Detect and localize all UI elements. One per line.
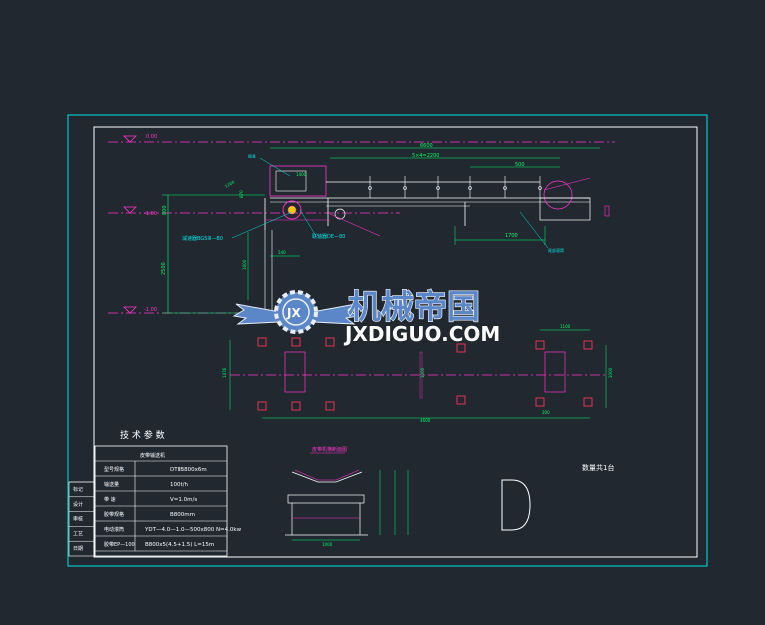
dim-label-540: 540 <box>278 250 286 255</box>
foundation-pad <box>535 397 545 407</box>
dim-plan-length: 4600 <box>420 418 431 423</box>
wing-icon-right <box>311 303 360 325</box>
foundation-pad <box>535 340 545 350</box>
callout-reducer: 减速器BG5ⅠⅡ—B0 <box>182 235 223 242</box>
idler-supports <box>368 176 542 198</box>
inner-frame <box>93 126 698 558</box>
foundation-pad <box>325 401 335 411</box>
elevation-marker-mid: -1.00 <box>123 206 157 217</box>
plan-view: 1476 4600 1100 200 1000 1000 <box>222 324 613 423</box>
side-label: 设计 <box>73 501 83 508</box>
dim-label-870: 870 <box>239 190 244 198</box>
dim-plan-small: 200 <box>542 410 550 415</box>
tech-table-title: 技 术 参 数 <box>120 429 165 441</box>
dim-plan-right: 1100 <box>560 324 571 329</box>
foundation-pad <box>325 337 335 347</box>
side-label: 审核 <box>73 516 83 523</box>
idler-roller <box>538 186 542 190</box>
dim-head-height: 1700 <box>505 233 518 239</box>
dim-label-1600: 1600 <box>242 259 247 270</box>
tech-row-label: 胶带规格 <box>104 511 124 518</box>
idler-roller <box>436 186 440 190</box>
elevation-marker-top: 0.00 <box>123 134 157 143</box>
tech-row-label: 输送量 <box>104 481 119 488</box>
dim-label-800: 800 <box>162 205 168 215</box>
sheet-letter-shape <box>501 479 531 531</box>
foundation-pad <box>257 401 267 411</box>
tech-row-value: V=1.0m/s <box>170 497 197 503</box>
side-label: 标记 <box>73 486 83 493</box>
tech-row-value: B800x5(4.5+1.5) L=15m <box>145 542 214 548</box>
tech-row-value: 100t/h <box>170 482 189 488</box>
dim-label-1400: 1400 <box>296 172 307 177</box>
tech-row-label: 带 速 <box>104 497 116 503</box>
drive-pulley <box>282 200 302 220</box>
idler-roller <box>468 186 472 190</box>
section-title: 皮带机横断面图 <box>312 446 347 453</box>
tech-table-rows: 型号规格 DTⅡB800x6m 输送量 100t/h 带 速 V=1.0m/s 胶带规格 B8… <box>95 460 242 552</box>
watermark: JX 机械帝国 JXDIGUO.COM <box>232 286 501 347</box>
logo-url: JXDIGUO.COM <box>343 322 500 346</box>
quantity-note: 数量共1台 <box>582 463 614 472</box>
tech-row-value: DTⅡB800x6m <box>170 467 207 473</box>
tech-row-label: 电动滚筒 <box>104 526 124 533</box>
foundation-pad <box>456 343 466 353</box>
dim-side-height: 2500 <box>161 262 167 275</box>
tail-pulley-circle <box>543 180 573 210</box>
foundation-pad <box>456 395 466 405</box>
foundation-pad <box>291 337 301 347</box>
idler-roller <box>403 186 407 190</box>
foundation-pad <box>291 401 301 411</box>
tech-table: 技 术 参 数 皮带输送机 型号规格 DTⅡB800x6m 输送量 100t/h 带 速… <box>68 429 242 557</box>
tech-table-header: 皮带输送机 <box>140 452 165 459</box>
elevation-label-mid: -1.00 <box>144 211 157 217</box>
dim-label-1200: 1200 <box>224 179 236 189</box>
dim-spacing: 5×4=2200 <box>412 153 439 159</box>
callout-motor: ⅡBⅢ <box>248 154 256 159</box>
cross-section-view: 皮带机横断面图 1000 <box>285 446 409 547</box>
outer-frame <box>67 114 708 567</box>
foundation-pad <box>583 397 593 407</box>
idler-roller <box>368 186 372 190</box>
side-label: 工艺 <box>73 531 83 537</box>
drive-head-box <box>269 165 327 197</box>
tech-row-value: B800mm <box>170 512 195 518</box>
tech-row-label: 型号规格 <box>104 466 124 473</box>
dim-width-right: 1000 <box>608 367 613 378</box>
dim-section-width: 1000 <box>322 542 333 547</box>
dim-total-length: 6600 <box>420 143 433 149</box>
dim-section-width-plan: 1000 <box>420 367 425 378</box>
elevation-marker-low: -1.00 <box>123 306 157 314</box>
foundation-pads <box>257 337 593 411</box>
dim-spacing-short: 500 <box>515 162 525 168</box>
wing-icon-left <box>232 303 281 325</box>
idler-roller <box>503 186 507 190</box>
callout-coupling: 联轴器DE—80 <box>312 233 345 240</box>
sheet-letter: D <box>498 525 499 527</box>
tech-row-label: 胶带EP—100 <box>104 541 135 548</box>
foundation-pad <box>257 337 267 347</box>
callout-tail: 尾部滚筒 <box>548 247 564 253</box>
tech-row-value: YDT—4.0—1.0—500x800 N=4.0kw <box>144 527 242 533</box>
tail-frame <box>539 197 591 221</box>
side-label: 日期 <box>73 546 83 552</box>
logo-title: 机械帝国 <box>348 287 480 326</box>
foundation-pad <box>583 340 593 350</box>
dim-width-left: 1476 <box>222 367 227 378</box>
elevation-label-top: 0.00 <box>146 134 157 140</box>
logo-badge: JX <box>286 306 301 320</box>
elevation-label-low: -1.00 <box>144 307 157 313</box>
